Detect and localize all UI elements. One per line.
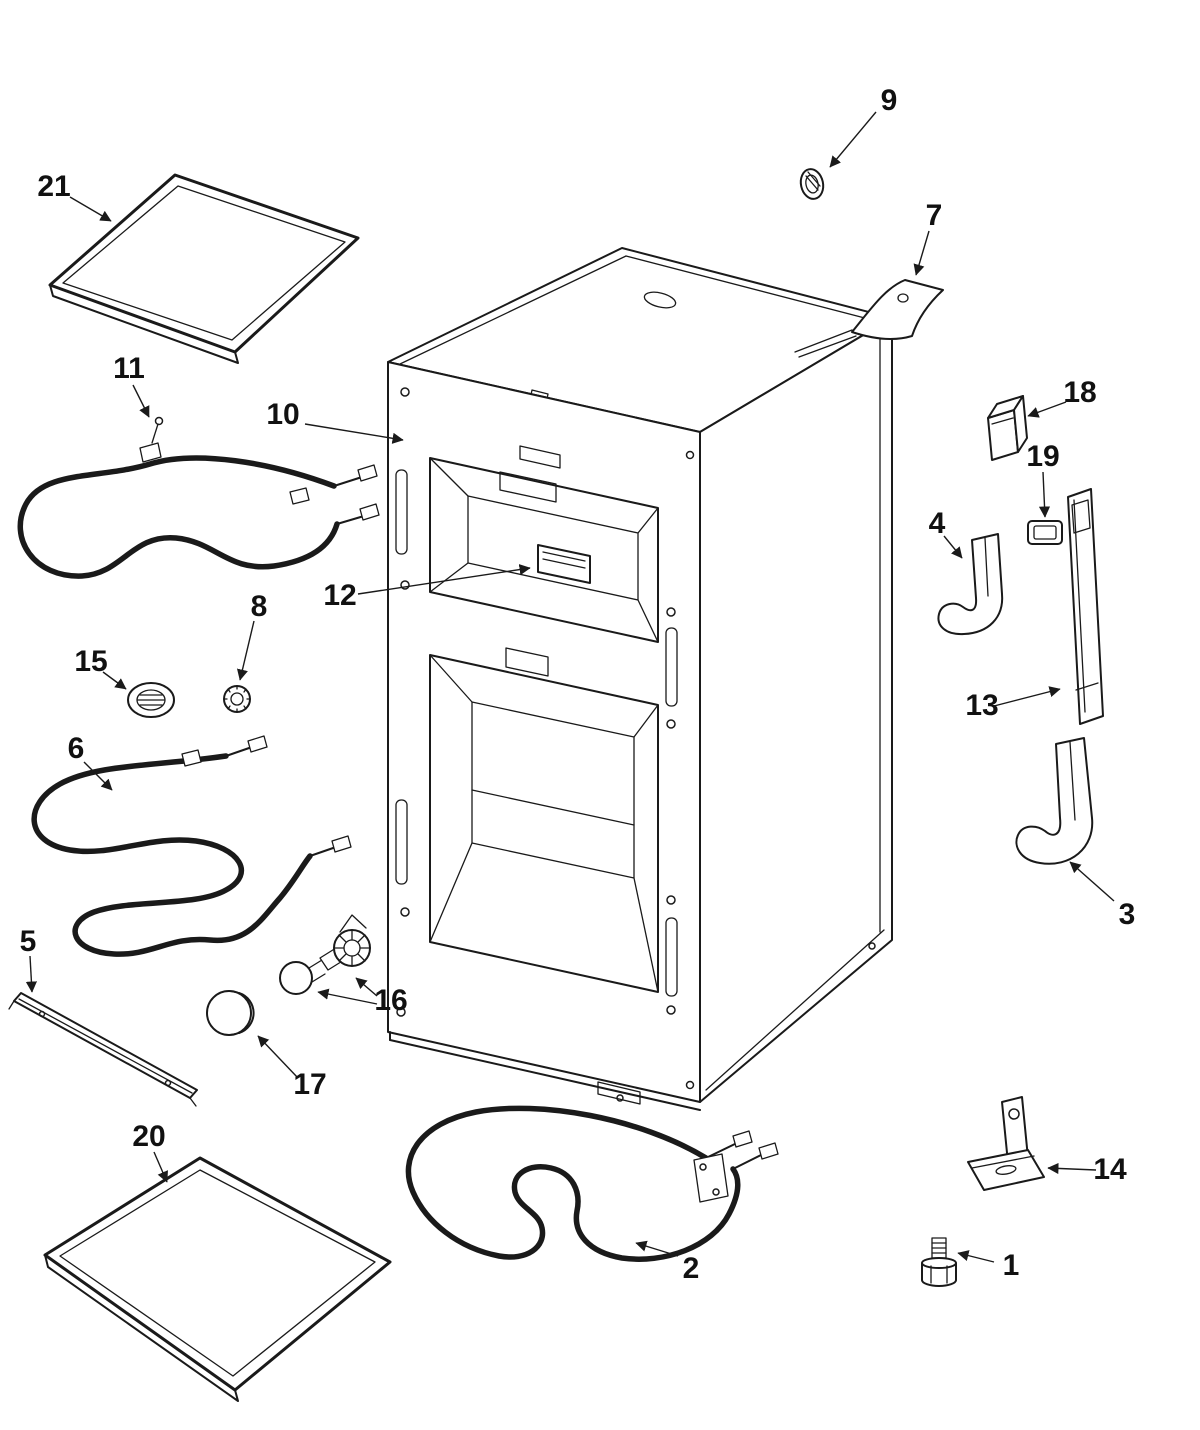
callout-18: 18 bbox=[1027, 376, 1097, 418]
callout-6-label: 6 bbox=[68, 732, 85, 765]
callout-21-label: 21 bbox=[37, 170, 70, 203]
part-2-heating-element bbox=[405, 1105, 779, 1262]
callout-11: 11 bbox=[113, 352, 150, 418]
part-12-rating-plate bbox=[537, 544, 591, 584]
part-15-round-cap bbox=[127, 682, 175, 718]
callout-10: 10 bbox=[266, 398, 404, 444]
callout-19: 19 bbox=[1026, 440, 1060, 518]
callout-13: 13 bbox=[965, 686, 1061, 722]
callout-20-label: 20 bbox=[132, 1120, 165, 1153]
callout-19-label: 19 bbox=[1026, 440, 1059, 473]
callout-5: 5 bbox=[20, 925, 38, 993]
callouts: 1 2 3 4 5 6 7 8 bbox=[20, 84, 1136, 1285]
callout-4: 4 bbox=[929, 507, 963, 559]
callout-14: 14 bbox=[1047, 1153, 1127, 1186]
callout-15: 15 bbox=[74, 645, 127, 690]
callout-16: 16 bbox=[317, 977, 408, 1017]
callout-3: 3 bbox=[1069, 861, 1136, 931]
callout-4-label: 4 bbox=[929, 507, 946, 540]
part-16-lamp-socket-assembly bbox=[279, 914, 371, 995]
part-19-clip-plate bbox=[1027, 520, 1063, 545]
callout-3-label: 3 bbox=[1119, 898, 1136, 931]
part-18-spacer-block bbox=[987, 395, 1028, 461]
callout-16-label: 16 bbox=[374, 984, 407, 1017]
callout-7-label: 7 bbox=[926, 199, 943, 232]
callout-21: 21 bbox=[37, 170, 112, 222]
callout-7: 7 bbox=[913, 199, 943, 276]
part-20-oven-rack bbox=[43, 1156, 392, 1402]
part-5-trim-strip bbox=[8, 992, 198, 1107]
callout-8: 8 bbox=[236, 590, 268, 681]
callout-17-label: 17 bbox=[293, 1068, 326, 1101]
callout-9: 9 bbox=[829, 84, 898, 168]
callout-1: 1 bbox=[957, 1249, 1020, 1282]
callout-20: 20 bbox=[132, 1120, 168, 1183]
callout-12-label: 12 bbox=[323, 579, 356, 612]
part-4-leg-bracket bbox=[937, 533, 1004, 636]
callout-10-label: 10 bbox=[266, 398, 299, 431]
callout-6: 6 bbox=[68, 732, 113, 791]
part-6-heating-element bbox=[31, 735, 352, 957]
callout-2: 2 bbox=[635, 1240, 700, 1285]
callout-8-label: 8 bbox=[251, 590, 268, 623]
callout-9-label: 9 bbox=[881, 84, 898, 117]
callout-12: 12 bbox=[323, 564, 531, 612]
callout-13-label: 13 bbox=[965, 689, 998, 722]
part-21-oven-rack bbox=[48, 173, 360, 364]
callout-18-label: 18 bbox=[1063, 376, 1096, 409]
callout-14-label: 14 bbox=[1093, 1153, 1127, 1186]
part-3-leg-bracket bbox=[1015, 737, 1094, 865]
callout-11-label: 11 bbox=[113, 352, 145, 385]
callout-1-label: 1 bbox=[1003, 1249, 1020, 1282]
callout-5-label: 5 bbox=[20, 925, 37, 958]
part-17-lamp-lens bbox=[206, 990, 255, 1036]
part-11-heating-element bbox=[17, 416, 380, 579]
part-7-mounting-bracket bbox=[794, 279, 944, 358]
callout-15-label: 15 bbox=[74, 645, 107, 678]
part-14-mounting-bracket bbox=[967, 1096, 1045, 1191]
callout-17: 17 bbox=[257, 1035, 327, 1101]
part-13-side-trim bbox=[1067, 488, 1104, 725]
callout-2-label: 2 bbox=[683, 1252, 700, 1285]
part-1-leveling-screw bbox=[921, 1237, 957, 1287]
part-8-grommet bbox=[223, 685, 251, 713]
part-10-oven-body bbox=[387, 247, 893, 1111]
part-9-grommet bbox=[799, 168, 825, 200]
